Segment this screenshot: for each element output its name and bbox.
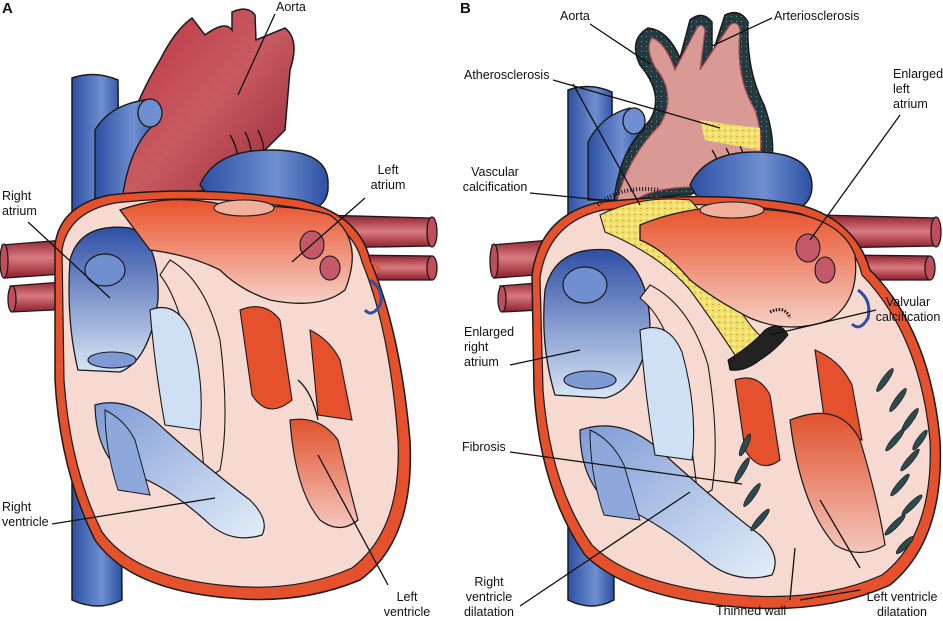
- label-thinned-wall-b: Thinned wall: [716, 604, 787, 618]
- heart-a: [0, 8, 438, 607]
- coronary-vessel-b: [850, 288, 871, 329]
- panel-b-letter: B: [460, 0, 471, 17]
- label-enlarged-right-atrium-b: Enlarged right atrium: [464, 325, 515, 369]
- left-ventricle-a: [289, 379, 359, 529]
- left-atrium-a: [118, 198, 353, 304]
- label-right-ventricle-a: Right ventricle: [2, 500, 49, 529]
- fibrosis-b: [734, 368, 928, 555]
- panel-a-letter: A: [2, 0, 13, 17]
- label-enlarged-left-atrium-b: Enlarged left atrium: [893, 67, 943, 111]
- leader-lines: [27, 13, 901, 607]
- valvular-calcification-b: [727, 308, 792, 371]
- label-left-ventricle-a: Left ventricle: [383, 590, 431, 619]
- right-ventricle-a: [94, 306, 265, 539]
- heart-b: [489, 11, 942, 610]
- enlarged-left-atrium-b: [639, 201, 857, 328]
- enlarged-right-atrium-b: [543, 248, 651, 399]
- right-atrium-a: [68, 226, 159, 373]
- label-arteriosclerosis-b: Arteriosclerosis: [774, 9, 860, 23]
- label-left-ventricle-dilatation-b: Left ventricle dilatation: [866, 590, 938, 619]
- left-ventricle-dilatation-b: [789, 412, 886, 554]
- label-aorta-a: Aorta: [276, 0, 306, 14]
- coronary-vessel-a: [363, 260, 383, 315]
- label-left-atrium-a: Left atrium: [370, 163, 406, 192]
- label-right-ventricle-dilatation-b: Right ventricle dilatation: [463, 575, 515, 619]
- label-valvular-calcification-b: Valvular calcification: [875, 295, 941, 324]
- label-fibrosis-b: Fibrosis: [462, 440, 506, 454]
- right-ventricle-dilatation-b: [579, 327, 776, 579]
- label-right-atrium-a: Right atrium: [2, 189, 37, 218]
- label-vascular-calcification-b: Vascular calcification: [462, 165, 528, 194]
- label-atherosclerosis-b: Atherosclerosis: [464, 68, 550, 82]
- label-aorta-b: Aorta: [560, 9, 590, 23]
